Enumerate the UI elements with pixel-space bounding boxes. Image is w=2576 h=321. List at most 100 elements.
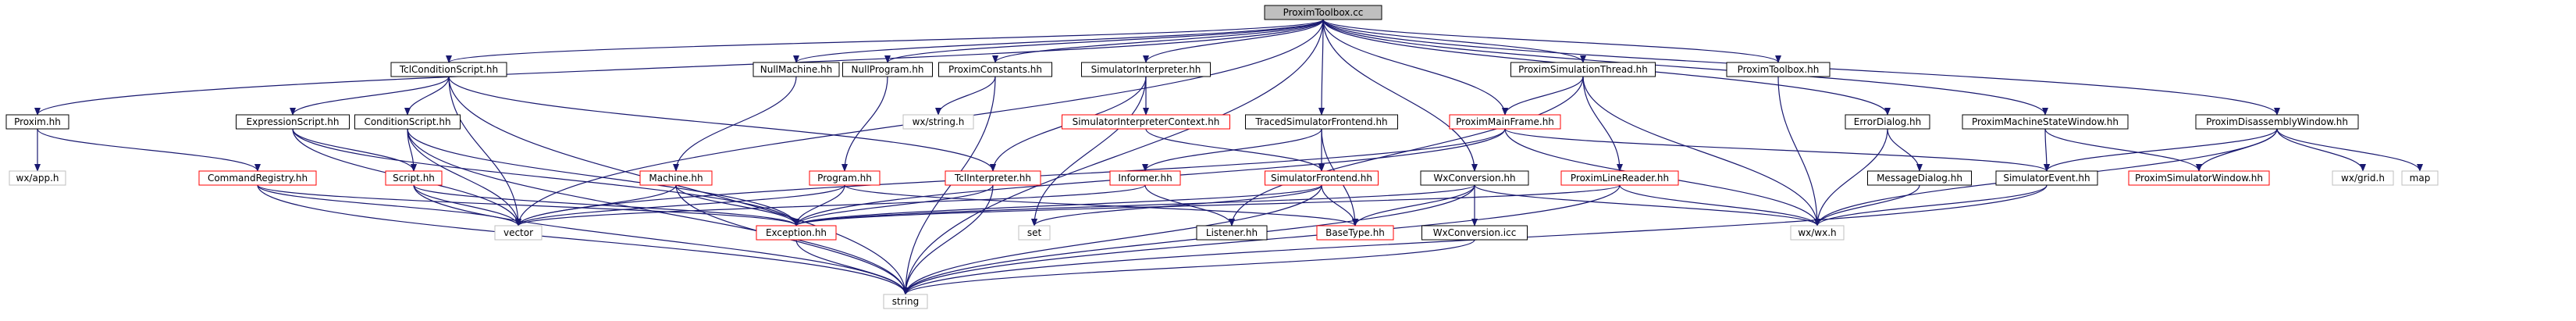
edge-messagedialog-to-wxwx (1814, 184, 1920, 226)
node-box (883, 294, 928, 309)
node-label: wx/string.h (913, 116, 965, 127)
edge-condscript-to-string (407, 128, 909, 295)
node-tclinterp[interactable]: TclInterpreter.hh (945, 170, 1041, 186)
node-mainframe[interactable]: ProximMainFrame.hh (1449, 114, 1561, 130)
node-linereader[interactable]: ProximLineReader.hh (1560, 170, 1679, 186)
node-messagedialog[interactable]: MessageDialog.hh (1867, 170, 1972, 186)
edge-root-to-siminterp (1143, 19, 1324, 63)
node-label: ExpressionScript.hh (247, 116, 340, 127)
edge-informer-to-vector (515, 184, 1146, 226)
node-label: WxConversion.hh (1433, 173, 1515, 184)
edge-simfrontend-to-string (902, 184, 1322, 295)
edge-root-to-machinestatewin (1322, 19, 2048, 116)
node-box (842, 62, 933, 77)
node-wxconvicc[interactable]: WxConversion.icc (1421, 225, 1528, 241)
node-box (1081, 62, 1211, 77)
node-box (5, 114, 69, 130)
node-proximtoolboxhh[interactable]: ProximToolbox.hh (1726, 62, 1831, 77)
node-errordialog[interactable]: ErrorDialog.hh (1845, 114, 1930, 130)
edge-disasmwin-to-map (2276, 128, 2423, 172)
node-wxapp: wx/app.h (9, 170, 66, 186)
node-machinehh[interactable]: Machine.hh (639, 170, 713, 186)
node-machinestatewin[interactable]: ProximMachineStateWindow.hh (1962, 114, 2129, 130)
node-exception[interactable]: Exception.hh (756, 225, 837, 241)
node-label: TclConditionScript.hh (399, 64, 498, 75)
node-proximconst[interactable]: ProximConstants.hh (938, 62, 1052, 77)
node-box (1264, 5, 1382, 20)
node-label: NullMachine.hh (760, 64, 833, 75)
edge-machinehh-to-vector (515, 184, 677, 226)
edge-proximsimthread-to-wxwx (1582, 76, 1820, 226)
node-box (639, 170, 713, 186)
node-exprscript[interactable]: ExpressionScript.hh (236, 114, 350, 130)
node-label: ProximToolbox.cc (1283, 7, 1364, 18)
node-wxwx: wx/wx.h (1790, 225, 1845, 241)
node-box (1962, 114, 2129, 130)
node-simwindow[interactable]: ProximSimulatorWindow.hh (2128, 170, 2270, 186)
edge-root-to-nullmachine (793, 19, 1324, 63)
node-simevent[interactable]: SimulatorEvent.hh (1995, 170, 2098, 186)
node-box (938, 62, 1052, 77)
node-box (1316, 225, 1394, 241)
node-box (1420, 170, 1529, 186)
edge-root-to-string (902, 19, 1324, 295)
node-informer[interactable]: Informer.hh (1109, 170, 1181, 186)
node-label: ConditionScript.hh (364, 116, 450, 127)
node-wxgrid: wx/grid.h (2332, 170, 2394, 186)
node-siminterpctx[interactable]: SimulatorInterpreterContext.hh (1062, 114, 1230, 130)
node-label: map (2410, 173, 2431, 184)
edge-wxconv-to-wxwx (1474, 184, 1820, 226)
edge-tclcond-to-tclinterp (448, 76, 996, 172)
edge-root-to-proximconst (992, 19, 1324, 63)
node-proximhh[interactable]: Proxim.hh (5, 114, 69, 130)
node-label: Script.hh (393, 173, 435, 184)
node-box (2401, 170, 2439, 186)
node-nullprogram[interactable]: NullProgram.hh (842, 62, 933, 77)
edge-tclinterp-to-exception (793, 184, 994, 226)
node-label: WxConversion.icc (1433, 227, 1517, 238)
node-siminterp[interactable]: SimulatorInterpreter.hh (1081, 62, 1211, 77)
edge-programhh-to-basetype (844, 184, 1358, 226)
node-label: Machine.hh (649, 173, 703, 184)
node-box (756, 225, 837, 241)
node-tclcond[interactable]: TclConditionScript.hh (390, 62, 507, 77)
edge-condscript-to-exception (407, 128, 799, 226)
edge-machinestatewin-to-simwindow (2044, 128, 2202, 172)
node-programhh[interactable]: Program.hh (809, 170, 881, 186)
node-wxconv[interactable]: WxConversion.hh (1420, 170, 1529, 186)
edge-root-to-tclcond (446, 19, 1324, 63)
node-box (902, 114, 974, 130)
edge-siminterp-to-set (1031, 76, 1147, 226)
node-label: ProximDisassemblyWindow.hh (2206, 116, 2348, 127)
node-label: CommandRegistry.hh (208, 173, 308, 184)
node-label: ErrorDialog.hh (1854, 116, 1922, 127)
node-disasmwin[interactable]: ProximDisassemblyWindow.hh (2195, 114, 2359, 130)
node-box (385, 170, 443, 186)
node-box (1196, 225, 1268, 241)
edge-proximhh-to-cmdregistry (37, 128, 261, 172)
node-cmdregistry[interactable]: CommandRegistry.hh (198, 170, 317, 186)
node-nullmachine[interactable]: NullMachine.hh (753, 62, 840, 77)
node-label: string (892, 296, 919, 307)
node-listener[interactable]: Listener.hh (1196, 225, 1268, 241)
edge-exprscript-to-scripthh (292, 128, 417, 172)
node-tracedsimfe[interactable]: TracedSimulatorFrontend.hh (1245, 114, 1398, 130)
edge-linereader-to-exception (793, 184, 1621, 226)
node-label: ProximConstants.hh (948, 64, 1042, 75)
edge-scripthh-to-exception (413, 184, 799, 226)
node-root[interactable]: ProximToolbox.cc (1264, 5, 1382, 20)
node-wxstring: wx/string.h (902, 114, 974, 130)
node-proximsimthread[interactable]: ProximSimulationThread.hh (1510, 62, 1656, 77)
node-box (2195, 114, 2359, 130)
node-condscript[interactable]: ConditionScript.hh (354, 114, 461, 130)
node-box (1018, 225, 1051, 241)
node-simfrontend[interactable]: SimulatorFrontend.hh (1265, 170, 1379, 186)
node-scripthh[interactable]: Script.hh (385, 170, 443, 186)
edge-proximsimthread-to-mainframe (1502, 76, 1584, 116)
node-box (1265, 170, 1379, 186)
node-label: Listener.hh (1206, 227, 1258, 238)
node-basetype[interactable]: BaseType.hh (1316, 225, 1394, 241)
node-label: BaseType.hh (1325, 227, 1385, 238)
node-box (945, 170, 1041, 186)
